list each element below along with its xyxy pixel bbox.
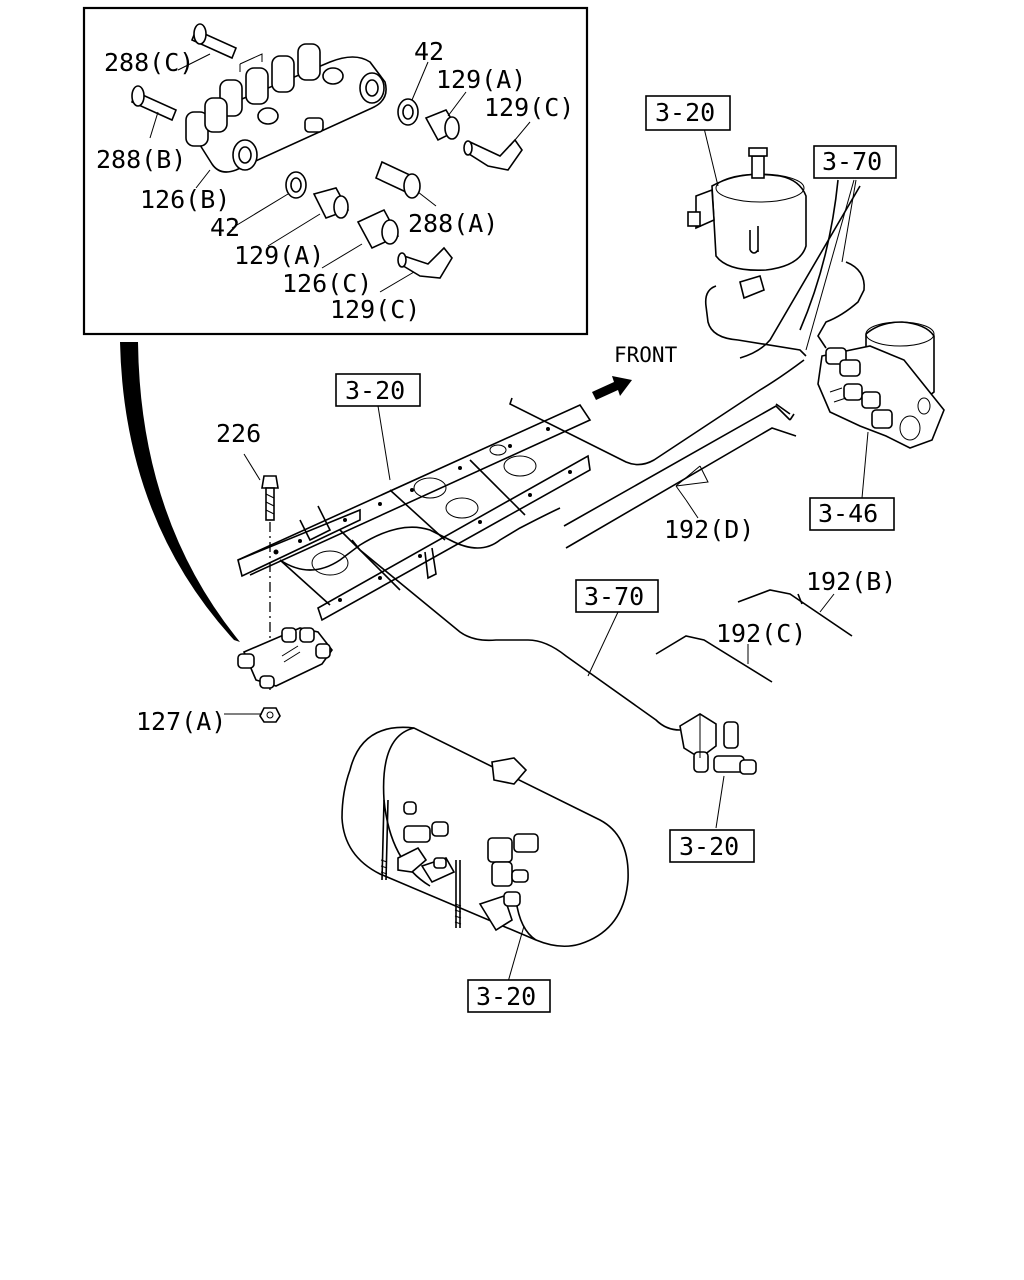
- label-226: 226: [216, 419, 261, 448]
- pin-288a: [374, 160, 421, 199]
- svg-text:3-20: 3-20: [476, 982, 536, 1011]
- pin-288c: [190, 23, 238, 60]
- manifold-block: [185, 43, 387, 173]
- adapter-126c: [356, 208, 400, 250]
- pipe-192c: [655, 635, 773, 683]
- chassis-frame: [237, 403, 592, 622]
- ref-box-346: 3-46: [809, 497, 895, 531]
- ref-box-dryer: 3-20: [645, 95, 731, 131]
- valve-unit: [679, 713, 757, 775]
- ref-box-370-top: 3-70: [813, 145, 897, 179]
- label-127a: 127(A): [136, 707, 226, 736]
- label-288a: 288(A): [408, 209, 498, 238]
- ref-box-valve: 3-20: [669, 829, 755, 863]
- svg-text:3-20: 3-20: [655, 98, 715, 127]
- svg-text:3-20: 3-20: [679, 832, 739, 861]
- label-192d: 192(D): [664, 515, 754, 544]
- ref-box-frame: 3-20: [335, 373, 421, 407]
- label-42-upper: 42: [414, 37, 444, 66]
- pipe-192b: [737, 589, 853, 637]
- ref-box-tank: 3-20: [467, 979, 551, 1013]
- label-192b: 192(B): [806, 567, 896, 596]
- svg-text:3-46: 3-46: [818, 499, 878, 528]
- label-126b: 126(B): [140, 185, 230, 214]
- label-288c: 288(C): [104, 48, 194, 77]
- label-129c-upper: 129(C): [484, 93, 574, 122]
- inset-frame: [82, 6, 589, 336]
- elbow-129c-lower: [397, 246, 453, 279]
- pipe-192d: [563, 403, 797, 549]
- manifold-assembly: [237, 627, 333, 689]
- air-tank-lower: [341, 726, 629, 948]
- front-arrow: [592, 376, 632, 400]
- detail-callout-sweep: [120, 342, 240, 642]
- elbow-129c-upper: [463, 138, 523, 171]
- nipple-129a-lower: [312, 187, 350, 219]
- label-front: FRONT: [614, 343, 678, 367]
- label-126c: 126(C): [282, 269, 372, 298]
- label-192c: 192(C): [716, 619, 806, 648]
- label-288b: 288(B): [96, 145, 186, 174]
- air-dryer-unit: [817, 321, 945, 449]
- label-129a-lower: 129(A): [234, 241, 324, 270]
- ref-box-370-mid: 3-70: [575, 579, 659, 613]
- label-129c-lower: 129(C): [330, 295, 420, 324]
- svg-text:3-70: 3-70: [822, 147, 882, 176]
- svg-text:3-70: 3-70: [584, 582, 644, 611]
- air-tank-upper: [687, 147, 807, 357]
- label-129a-upper: 129(A): [436, 65, 526, 94]
- svg-text:3-20: 3-20: [345, 376, 405, 405]
- detail-inset: [82, 6, 589, 336]
- label-42-lower: 42: [210, 213, 240, 242]
- pin-288b: [130, 85, 178, 122]
- nipple-129a-upper: [424, 109, 460, 142]
- bolt-226: [261, 475, 279, 521]
- nut-127a: [259, 707, 281, 723]
